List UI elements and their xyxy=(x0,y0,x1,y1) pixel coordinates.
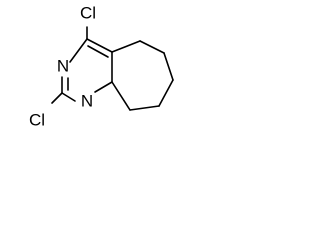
atom-n-lower: N xyxy=(81,91,93,110)
bond-ring7-3 xyxy=(163,52,174,81)
atom-cl-bottom: Cl xyxy=(29,110,45,129)
bond-c2-cl xyxy=(51,92,63,104)
atom-n-upper: N xyxy=(57,56,69,75)
bond-c4-c4a-inner xyxy=(87,45,109,58)
bond-ring7-2 xyxy=(139,40,165,54)
bond-c9a-n1 xyxy=(94,81,113,93)
bond-ring7-5 xyxy=(129,105,160,111)
chemical-structure: Cl N N Cl xyxy=(29,3,174,129)
bond-ring7-4 xyxy=(158,79,174,107)
bond-ring7-1 xyxy=(111,40,141,53)
bond-n1-c2 xyxy=(61,92,76,102)
bond-ring7-6 xyxy=(111,81,131,111)
structure-canvas: Cl N N Cl xyxy=(0,0,210,138)
atom-cl-top: Cl xyxy=(80,3,96,22)
bond-c4-c4a xyxy=(86,38,113,53)
bond-n3-c4 xyxy=(69,38,88,63)
